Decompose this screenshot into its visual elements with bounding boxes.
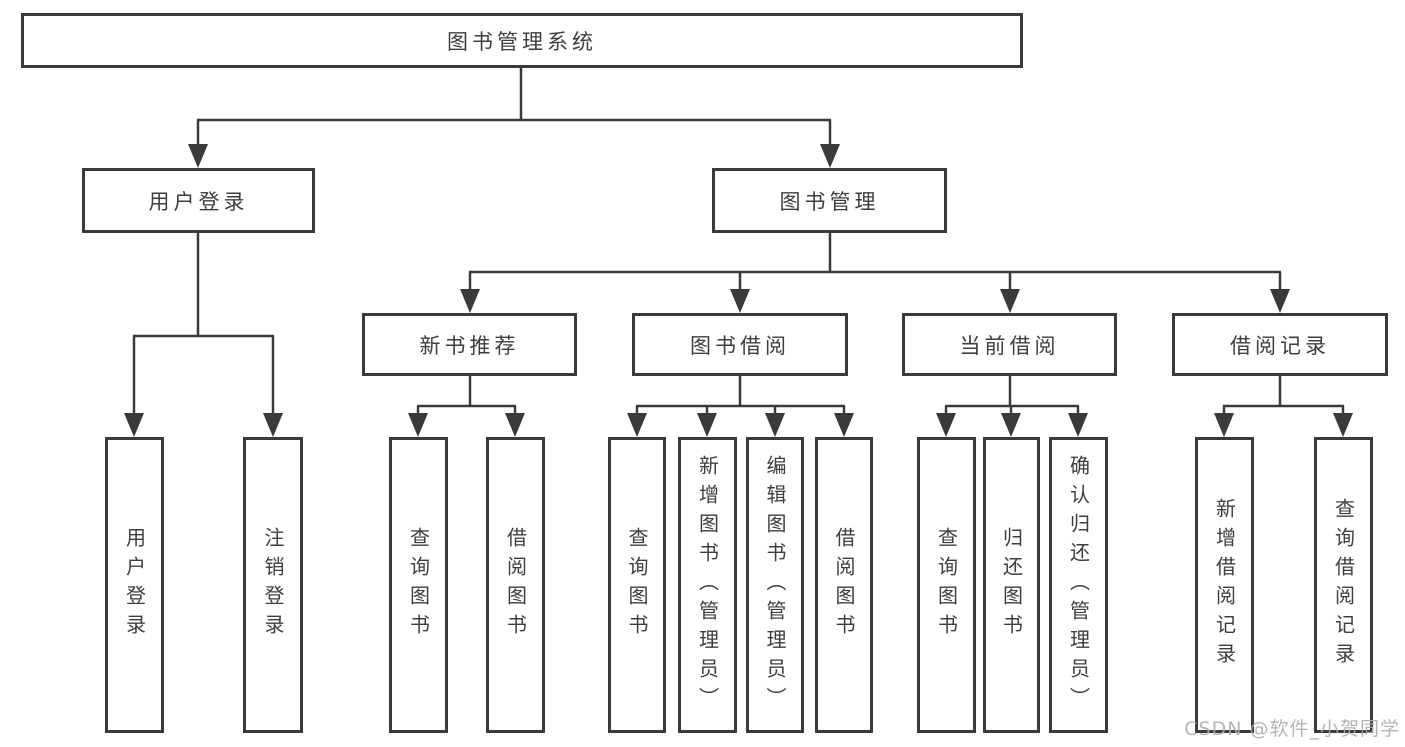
- leaf-logout-login: 注销登录: [243, 437, 303, 733]
- csdn-watermark: CSDN @软件_小贺同学: [1184, 718, 1400, 740]
- leaf-confirm-return-admin: 确认归还（管理员）: [1049, 437, 1108, 733]
- node-user-login: 用户登录: [82, 168, 315, 233]
- node-current-borrowing: 当前借阅: [902, 313, 1117, 376]
- node-library-management-system: 图书管理系统: [21, 13, 1023, 68]
- leaf-edit-books-admin: 编辑图书（管理员）: [746, 437, 804, 733]
- leaf-query-books-borrowing: 查询图书: [608, 437, 666, 733]
- leaf-borrow-books-recommendation: 借阅图书: [486, 437, 545, 733]
- node-book-borrowing: 图书借阅: [632, 313, 848, 376]
- leaf-query-borrow-record: 查询借阅记录: [1314, 437, 1373, 733]
- leaf-query-books-recommendation: 查询图书: [389, 437, 448, 733]
- node-new-book-recommendation: 新书推荐: [362, 313, 577, 376]
- node-book-management: 图书管理: [712, 168, 947, 233]
- node-borrowing-records: 借阅记录: [1172, 313, 1388, 376]
- leaf-borrow-books-borrowing: 借阅图书: [815, 437, 873, 733]
- leaf-return-books: 归还图书: [983, 437, 1040, 733]
- leaf-add-borrow-record: 新增借阅记录: [1195, 437, 1254, 733]
- leaf-user-login: 用户登录: [105, 437, 164, 733]
- leaf-query-books-current: 查询图书: [917, 437, 976, 733]
- leaf-add-books-admin: 新增图书（管理员）: [678, 437, 737, 733]
